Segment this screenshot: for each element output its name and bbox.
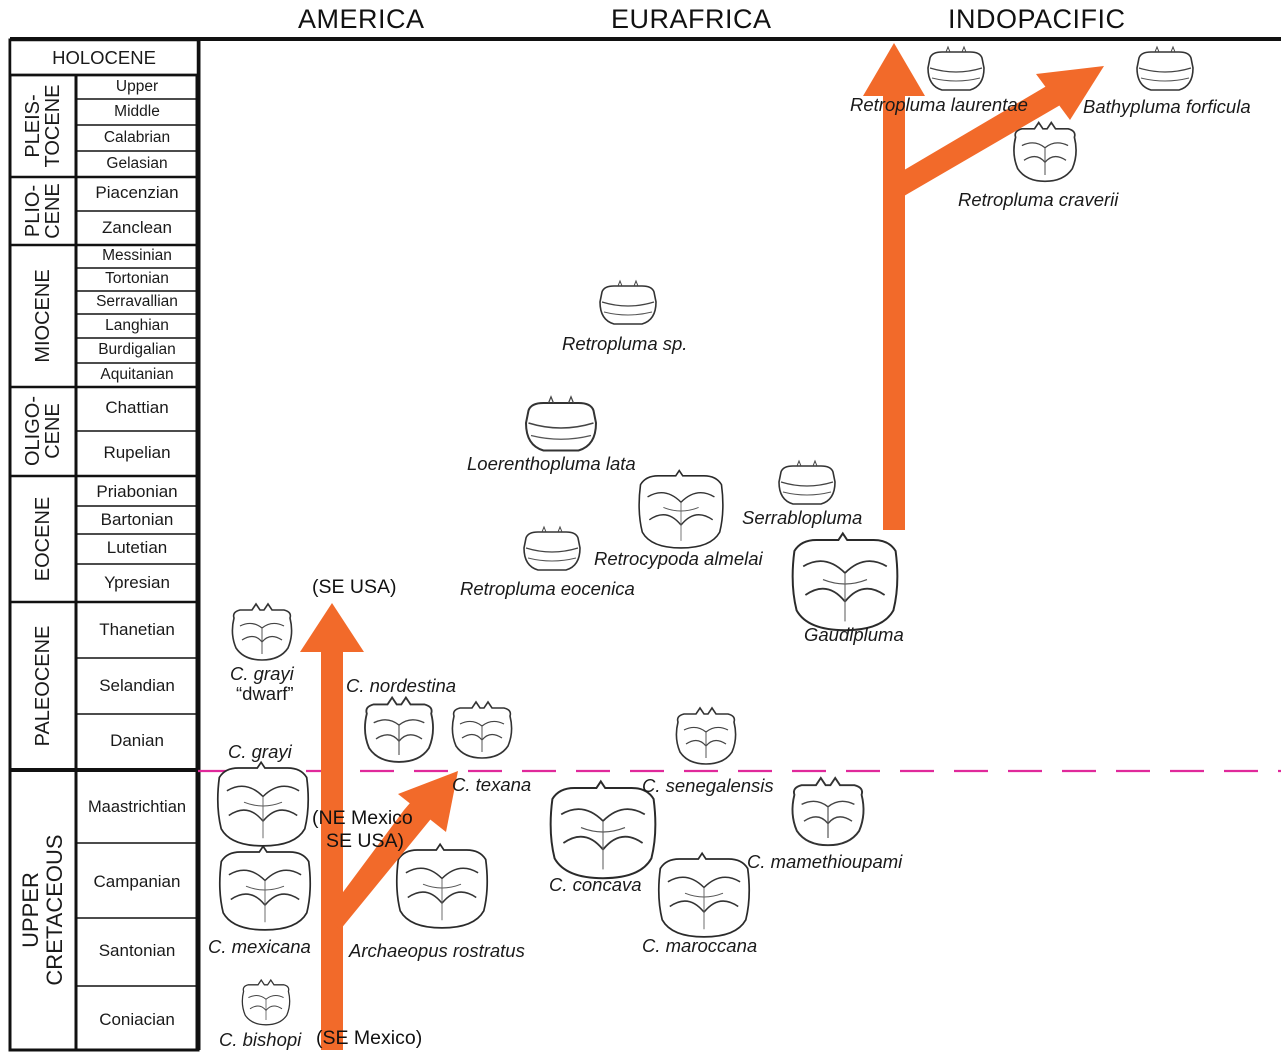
taxon-dwarf-note: “dwarf” xyxy=(236,683,294,704)
taxon-c-concava: C. concava xyxy=(549,874,642,895)
fossil-c-mexicana xyxy=(218,845,312,931)
taxon-c-mamethioupami: C. mamethioupami xyxy=(747,851,903,872)
taxon-c-senegalensis: C. senegalensis xyxy=(642,775,774,796)
taxon-retropluma-eocenica: Retropluma eocenica xyxy=(460,578,635,599)
stage-lutetian: Lutetian xyxy=(106,538,168,557)
stage-gelasian: Gelasian xyxy=(106,155,168,172)
fossil-retropluma-laurentae xyxy=(927,46,985,91)
taxon-c-mexicana: C. mexicana xyxy=(208,936,311,957)
stage-rupelian: Rupelian xyxy=(103,443,171,462)
epoch-holocene: HOLOCENE xyxy=(52,47,156,68)
region-indopacific: INDOPACIFIC xyxy=(948,4,1126,34)
taxon-c-grayi-dwarf: C. grayi xyxy=(230,663,294,684)
fossil-archaeopus-rostratus xyxy=(395,843,489,929)
fossil-retropluma-craverii xyxy=(1013,121,1077,183)
stage-piacenzian: Piacenzian xyxy=(95,183,179,202)
stage-thanetian: Thanetian xyxy=(99,620,175,639)
stage-burdigalian: Burdigalian xyxy=(98,341,176,358)
location-se-usa-2: SE USA) xyxy=(326,830,405,852)
fossil-c-nordestina xyxy=(364,696,434,763)
fossil-c-senegalensis xyxy=(675,707,737,765)
taxon-bathypluma-forficula: Bathypluma forficula xyxy=(1083,96,1251,117)
stage-serravallian: Serravallian xyxy=(96,293,178,310)
stage-coniacian: Coniacian xyxy=(99,1010,175,1029)
taxon-serrablopluma: Serrablopluma xyxy=(742,507,863,528)
stage-chattian: Chattian xyxy=(105,398,169,417)
stage-bartonian: Bartonian xyxy=(100,510,174,529)
region-america: AMERICA xyxy=(298,4,425,34)
epoch-pleistocene: PLEIS-TOCENE xyxy=(22,84,64,168)
taxon-retropluma-laurentae: Retropluma laurentae xyxy=(850,94,1028,115)
taxon-c-maroccana: C. maroccana xyxy=(642,935,758,956)
fossil-bathypluma-forficula xyxy=(1136,46,1194,91)
stage-messinian: Messinian xyxy=(102,247,172,264)
epoch-miocene: MIOCENE xyxy=(32,269,54,363)
fossil-loerenthopluma-lata xyxy=(525,395,597,452)
taxon-retropluma-craverii: Retropluma craverii xyxy=(958,189,1119,210)
stage-langhian: Langhian xyxy=(105,317,169,334)
fossil-c-concava xyxy=(549,780,657,880)
stage-tortonian: Tortonian xyxy=(105,270,169,287)
fossil-c-grayi-dwarf xyxy=(231,603,293,661)
fossil-c-mamethioupami xyxy=(791,777,865,847)
migration-arrows xyxy=(300,43,1104,1050)
stage-ypresian: Ypresian xyxy=(104,573,170,592)
fossil-serrablopluma xyxy=(778,460,836,505)
stage-priabonian: Priabonian xyxy=(96,482,178,501)
fossil-gaudipluma xyxy=(791,532,899,632)
stage-santonian: Santonian xyxy=(98,941,176,960)
fossil-retropluma-eocenica xyxy=(523,526,581,571)
stage-aquitanian: Aquitanian xyxy=(100,366,174,383)
taxon-retrocypoda-almelai: Retrocypoda almelai xyxy=(594,548,763,569)
taxon-gaudipluma: Gaudipluma xyxy=(804,624,904,645)
stage-zanclean: Zanclean xyxy=(102,218,172,237)
taxon-c-nordestina: C. nordestina xyxy=(346,675,457,696)
stage-campanian: Campanian xyxy=(93,872,181,891)
epoch-eocene: EOCENE xyxy=(32,496,54,582)
stage-calabrian: Calabrian xyxy=(103,129,171,146)
location-ne-mexico: (NE Mexico xyxy=(312,807,413,829)
taxon-archaeopus-rostratus: Archaeopus rostratus xyxy=(349,940,525,961)
taxon-c-bishopi: C. bishopi xyxy=(219,1029,302,1050)
fossil-c-bishopi xyxy=(241,979,291,1026)
region-eurafrica: EURAFRICA xyxy=(611,4,772,34)
stage-danian: Danian xyxy=(110,731,164,750)
taxon-c-grayi: C. grayi xyxy=(228,741,292,762)
taxon-loerenthopluma-lata: Loerenthopluma lata xyxy=(467,453,636,474)
stage-maastrichtian: Maastrichtian xyxy=(87,798,187,816)
stage-selandian: Selandian xyxy=(99,676,175,695)
stage-middle: Middle xyxy=(114,103,160,120)
fossil-c-grayi xyxy=(216,761,310,847)
location-se-mexico: (SE Mexico) xyxy=(316,1027,423,1049)
fossil-c-texana-top xyxy=(451,701,513,759)
epoch-oligocene: OLIGO-CENE xyxy=(22,395,64,467)
epoch-pliocene: PLIO-CENE xyxy=(22,183,64,239)
location-se-usa: (SE USA) xyxy=(312,576,397,598)
fossil-retropluma-sp xyxy=(599,280,657,325)
stage-upper: Upper xyxy=(115,78,159,95)
taxon-c-texana: C. texana xyxy=(452,774,532,795)
taxon-retropluma-sp: Retropluma sp. xyxy=(562,333,688,354)
epoch-paleocene: PALEOCENE xyxy=(32,625,54,747)
fossil-c-maroccana xyxy=(657,852,751,938)
fossil-retrocypoda-almelai xyxy=(638,469,724,549)
